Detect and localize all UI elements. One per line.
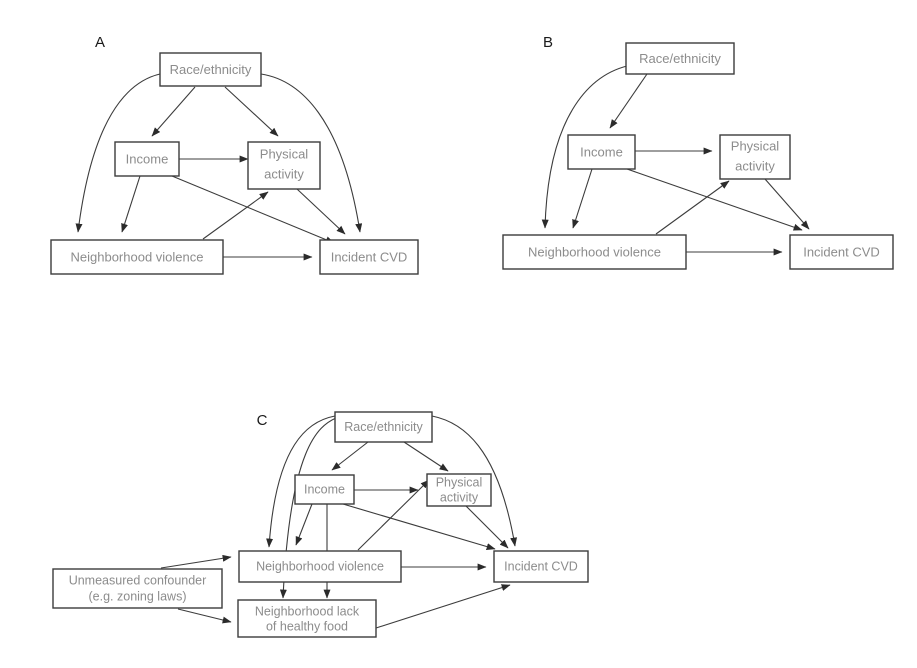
svg-text:Incident CVD: Incident CVD <box>803 244 880 259</box>
edge-physical-activity-to-cvd <box>465 505 509 549</box>
edge-physical-activity-to-cvd <box>296 188 346 235</box>
node-physical-activity[interactable]: Physical activity <box>719 134 791 180</box>
edge-race-to-violence <box>75 73 161 233</box>
svg-text:activity: activity <box>264 166 304 181</box>
panel-c: C Race/ethnicity Income <box>0 370 640 668</box>
svg-text:Income: Income <box>580 144 623 159</box>
edge-physical-activity-to-cvd <box>764 178 810 230</box>
svg-text:Neighborhood violence: Neighborhood violence <box>71 249 204 264</box>
node-neighborhood-lack-healthy-food[interactable]: Neighborhood lack of healthy food <box>237 599 377 638</box>
svg-text:Race/ethnicity: Race/ethnicity <box>170 62 252 77</box>
edge-race-to-income <box>151 86 196 137</box>
svg-text:Neighborhood violence: Neighborhood violence <box>256 559 384 573</box>
svg-text:Physical: Physical <box>731 138 780 153</box>
node-physical-activity[interactable]: Physical activity <box>426 473 492 507</box>
edge-violence-to-physical-activity <box>357 479 430 551</box>
edge-income-to-cvd <box>171 175 335 244</box>
svg-text:Physical: Physical <box>436 475 483 489</box>
panel-b-label: B <box>543 34 553 51</box>
svg-text:Physical: Physical <box>260 146 309 161</box>
edge-income-to-cvd <box>342 503 496 550</box>
edge-race-to-cvd <box>260 73 363 233</box>
edge-food-to-cvd <box>375 584 511 629</box>
svg-text:Race/ethnicity: Race/ethnicity <box>639 51 721 66</box>
edge-confounder-to-violence <box>160 554 232 569</box>
panel-b: B Race/ethnicity Income Physical activit… <box>460 0 917 310</box>
edge-income-to-violence <box>572 168 593 229</box>
edge-violence-to-physical-activity <box>202 191 269 240</box>
edge-race-to-income <box>331 441 369 471</box>
edge-income-to-cvd <box>626 168 803 231</box>
edge-confounder-to-food <box>177 608 232 624</box>
node-incident-cvd[interactable]: Incident CVD <box>319 239 419 275</box>
node-race-ethnicity[interactable]: Race/ethnicity <box>159 52 262 87</box>
node-race-ethnicity[interactable]: Race/ethnicity <box>625 42 735 75</box>
panel-a-label: A <box>95 34 105 51</box>
node-neighborhood-violence[interactable]: Neighborhood violence <box>502 234 687 270</box>
edge-race-to-cvd <box>431 415 518 547</box>
edge-race-to-violence <box>266 415 336 548</box>
node-race-ethnicity[interactable]: Race/ethnicity <box>334 411 433 443</box>
edge-race-to-violence <box>541 65 628 229</box>
edge-race-to-physical-activity <box>224 86 279 137</box>
node-income[interactable]: Income <box>567 134 636 170</box>
edge-income-to-violence <box>295 503 313 546</box>
panel-c-label: C <box>257 412 268 429</box>
svg-text:Neighborhood lack: Neighborhood lack <box>255 604 360 618</box>
edge-race-to-physical-activity <box>403 441 449 472</box>
node-neighborhood-violence[interactable]: Neighborhood violence <box>238 550 402 583</box>
edge-violence-to-physical-activity <box>655 180 730 235</box>
svg-text:of healthy food: of healthy food <box>266 619 348 633</box>
svg-text:(e.g. zoning laws): (e.g. zoning laws) <box>89 589 187 603</box>
svg-text:Income: Income <box>126 151 169 166</box>
edge-income-to-violence <box>121 175 141 233</box>
edge-race-to-food <box>279 417 337 599</box>
node-incident-cvd[interactable]: Incident CVD <box>493 550 589 583</box>
node-physical-activity[interactable]: Physical activity <box>247 141 321 190</box>
node-income[interactable]: Income <box>114 141 180 177</box>
node-income[interactable]: Income <box>294 474 355 505</box>
svg-text:Incident CVD: Incident CVD <box>331 249 408 264</box>
node-incident-cvd[interactable]: Incident CVD <box>789 234 894 270</box>
svg-text:activity: activity <box>735 158 775 173</box>
svg-text:Incident CVD: Incident CVD <box>504 559 578 573</box>
svg-text:Income: Income <box>304 482 345 496</box>
edge-race-to-income <box>609 73 648 129</box>
svg-text:Race/ethnicity: Race/ethnicity <box>344 420 423 434</box>
svg-text:Unmeasured confounder: Unmeasured confounder <box>69 573 207 587</box>
node-unmeasured-confounder[interactable]: Unmeasured confounder (e.g. zoning laws) <box>52 568 223 609</box>
panel-a: A Race/ethnicity Income Physical activit… <box>0 0 470 310</box>
node-neighborhood-violence[interactable]: Neighborhood violence <box>50 239 224 275</box>
svg-text:Neighborhood violence: Neighborhood violence <box>528 244 661 259</box>
svg-text:activity: activity <box>440 490 479 504</box>
